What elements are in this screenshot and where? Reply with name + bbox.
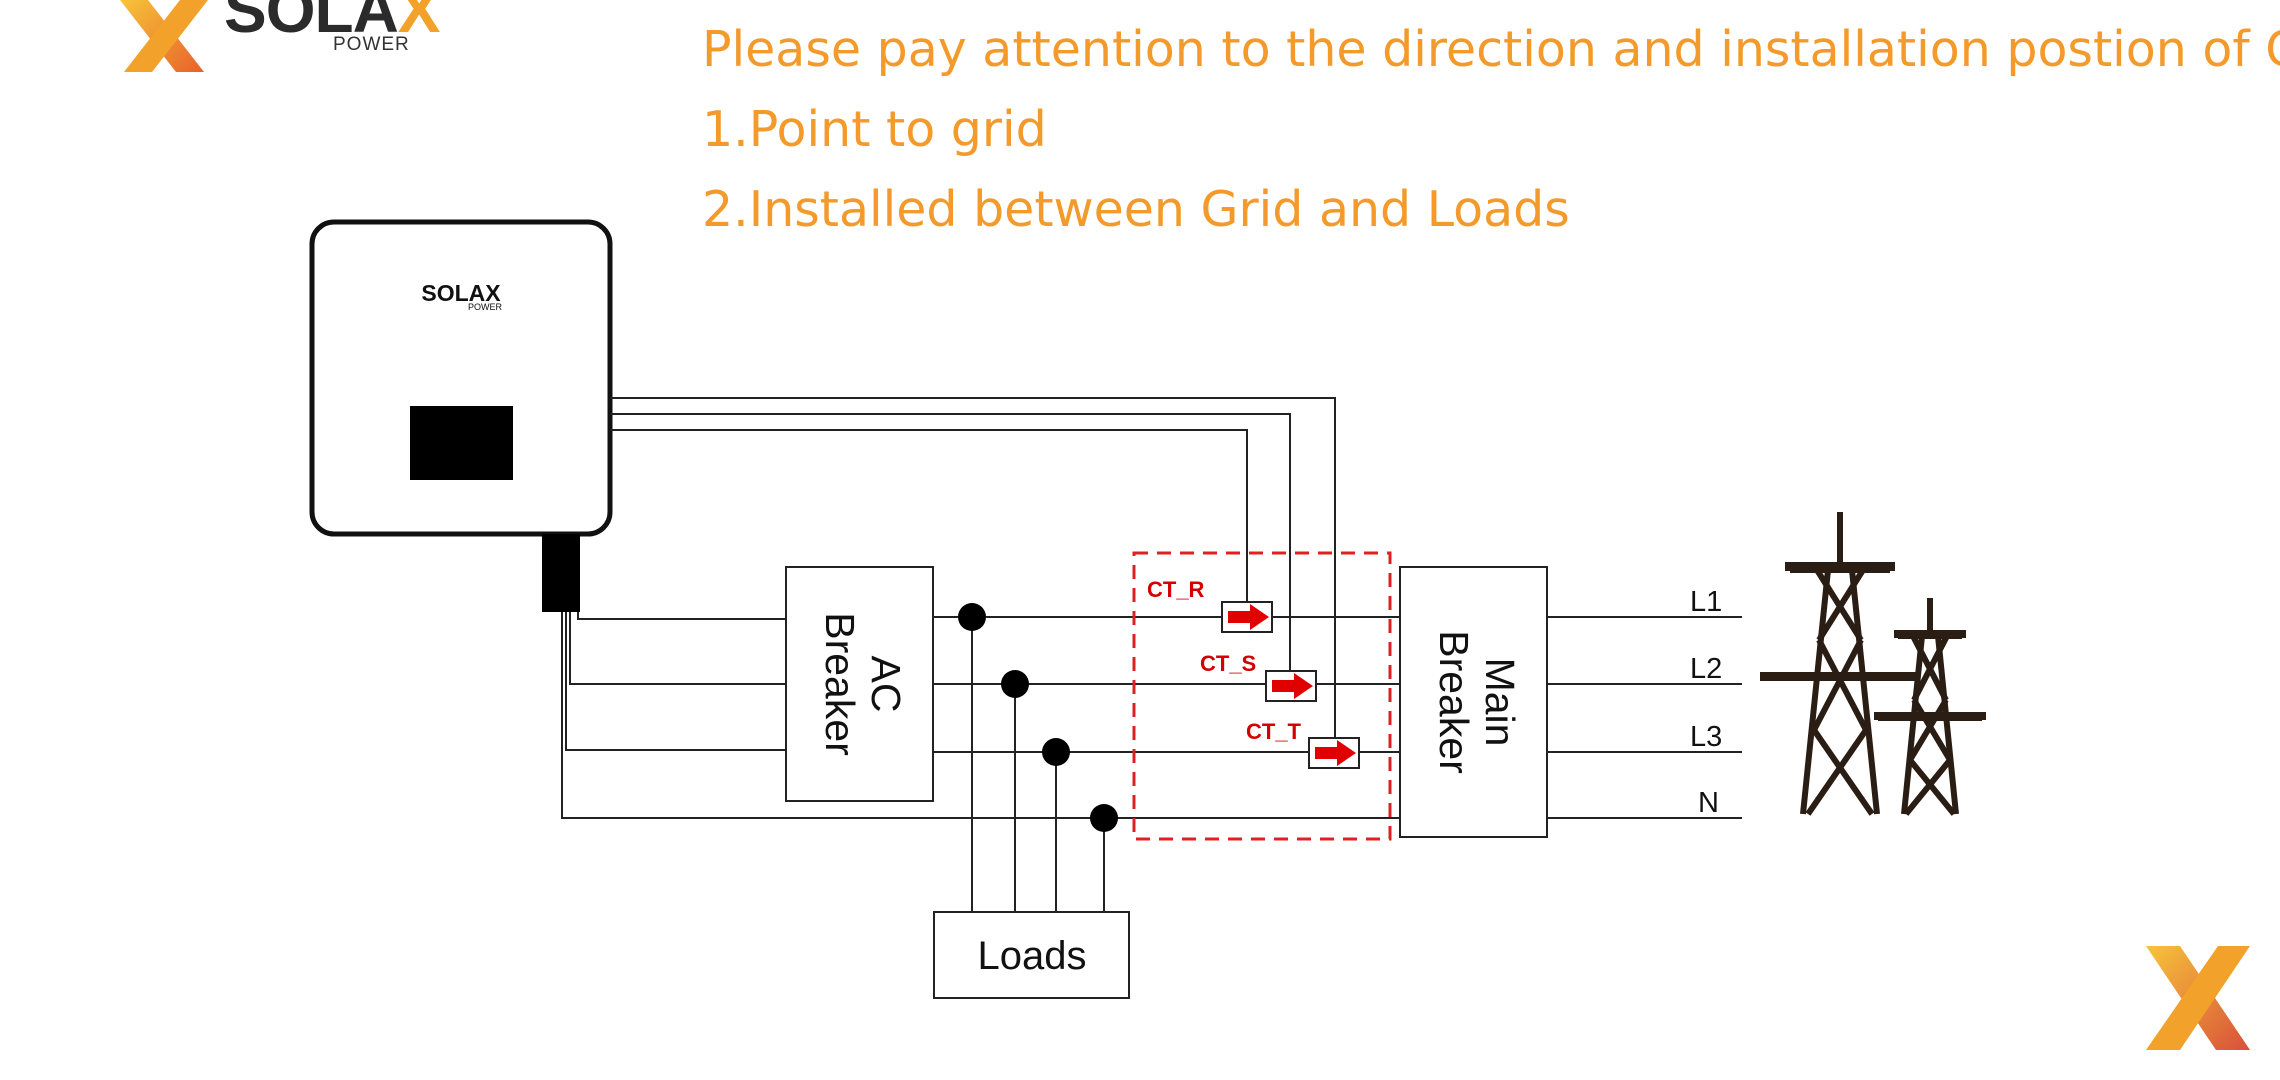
ct-cables: [610, 397, 1336, 755]
logo-subtitle: POWER: [333, 34, 410, 55]
main-breaker-label-line2: Breaker: [1431, 630, 1477, 774]
tower-insulators: [1760, 562, 1986, 720]
solax-logo: SOLAX POWER: [108, 0, 440, 78]
line-label-n: N: [1698, 787, 1719, 819]
line-label-l1: L1: [1690, 586, 1722, 618]
main-breaker: Main Breaker: [1399, 566, 1548, 838]
ct-t-sensor: [1308, 737, 1360, 769]
ct-zone: [1132, 551, 1392, 841]
ct-s-arrow-icon: [1272, 673, 1313, 699]
solax-x-mark-icon: [120, 0, 208, 72]
line-label-l3: L3: [1690, 721, 1722, 753]
ac-breaker-label-line1: AC: [863, 656, 909, 713]
main-breaker-label-line1: Main: [1477, 658, 1523, 747]
instruction-install-position: 2.Installed between Grid and Loads: [702, 181, 1570, 238]
inverter-connector: [542, 534, 580, 612]
inverter: SOLAX POWER: [309, 219, 613, 612]
instructions: Please pay attention to the direction an…: [702, 10, 2280, 250]
junction-dots: [958, 603, 1118, 832]
solax-x-watermark-icon: [2146, 946, 2250, 1050]
line-label-l2: L2: [1690, 653, 1722, 685]
ct-r-arrow-icon: [1228, 604, 1269, 630]
ct-r-sensor: [1221, 601, 1273, 633]
ac-breaker-label-line2: Breaker: [817, 612, 863, 756]
ct-s-label: CT_S: [1200, 651, 1256, 676]
ct-t-arrow-icon: [1315, 740, 1356, 766]
inverter-display: [410, 406, 513, 480]
inverter-brand: SOLAX: [421, 280, 501, 306]
power-lines: [561, 612, 1742, 912]
logo-brand: SOLAX: [224, 0, 440, 46]
inverter-brand-sub: POWER: [468, 302, 503, 312]
ct-s-sensor: [1265, 670, 1317, 702]
ct-r-label: CT_R: [1147, 577, 1205, 602]
instruction-point-to-grid: 1.Point to grid: [702, 101, 1047, 158]
ac-breaker: AC Breaker: [785, 566, 934, 802]
ct-t-label: CT_T: [1246, 719, 1302, 744]
transmission-tower-icon: [1765, 512, 1982, 816]
instruction-heading: Please pay attention to the direction an…: [702, 21, 2280, 78]
loads-box: Loads: [933, 911, 1130, 999]
loads-label: Loads: [978, 934, 1087, 978]
